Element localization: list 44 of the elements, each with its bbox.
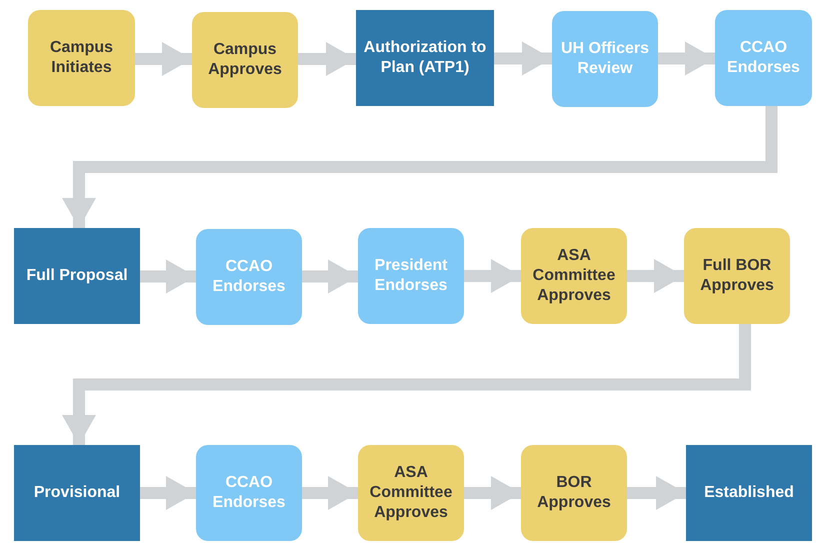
arrow [658,42,715,76]
step-label: Authorization to Plan (ATP1) [362,38,488,78]
step-label: BOR Approves [536,473,612,513]
arrow [494,42,552,76]
step-label: CCAO Endorses [726,38,801,78]
process-box [196,445,302,541]
step-label: Campus Initiates [48,38,114,78]
step-label: Provisional [34,483,120,503]
process-box [14,228,140,324]
step-label: Full Proposal [26,266,128,286]
process-box [684,228,790,324]
arrow [135,42,192,76]
step-label: CCAO Endorses [212,473,286,513]
arrow [302,260,358,294]
arrow [62,324,751,445]
process-box [192,12,298,108]
step-label: ASA Committee Approves [368,463,454,523]
step-label: Campus Approves [207,40,283,80]
arrow [464,259,521,293]
step-label: CCAO Endorses [212,257,286,297]
process-box [358,228,464,324]
process-box [552,11,658,107]
step-label: UH Officers Review [560,39,650,79]
step-label: Established [704,483,794,503]
step-label: ASA Committee Approves [532,246,616,306]
arrow [464,476,521,510]
arrow [140,260,196,294]
process-box [686,445,812,541]
process-box [196,229,302,325]
process-box [521,445,627,541]
step-label: President Endorses [374,256,448,296]
process-box [715,10,812,106]
arrow [298,42,356,76]
arrow [627,476,686,510]
arrow [140,476,196,510]
process-box [358,445,464,541]
process-box [28,10,135,106]
arrow [627,259,684,293]
process-box [521,228,627,324]
process-box [14,445,140,541]
arrow [62,106,778,228]
arrow [302,476,358,510]
process-box [356,10,494,106]
step-label: Full BOR Approves [699,256,775,296]
